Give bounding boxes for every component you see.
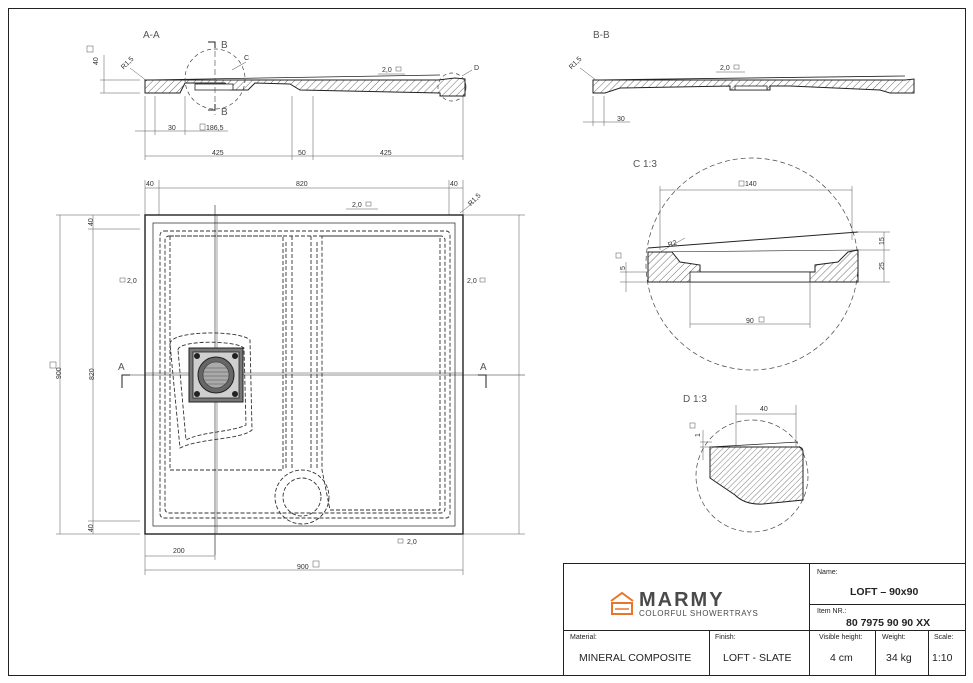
plan-top-mid-dim: 820 bbox=[296, 181, 308, 188]
detail-c-15-dim: 15 bbox=[879, 237, 886, 245]
plan-left-bottom-dim: 40 bbox=[88, 524, 95, 532]
item-label: Item NR.: bbox=[817, 608, 847, 615]
detail-d-marker: D bbox=[474, 65, 479, 72]
detail-d-view: D 1:3 40 1 bbox=[683, 394, 809, 533]
detail-d-40-dim: 40 bbox=[760, 406, 768, 413]
detail-c-marker: C bbox=[244, 55, 249, 62]
plan-top-right-dim: 40 bbox=[450, 181, 458, 188]
logo-icon bbox=[610, 591, 634, 615]
aa-slope-dim: 2,0 bbox=[382, 67, 392, 74]
bb-30-dim: 30 bbox=[617, 116, 625, 123]
plan-slope-bottom: 2,0 bbox=[407, 539, 417, 546]
plan-slope-left: 2,0 bbox=[127, 278, 137, 285]
detail-c-90-dim: 90 bbox=[746, 318, 754, 325]
weight-label: Weight: bbox=[882, 634, 906, 641]
tray-outline bbox=[144, 214, 464, 535]
drawing-frame bbox=[8, 8, 966, 676]
plan-left-mid-dim: 820 bbox=[89, 368, 96, 380]
aa-left-dim: 425 bbox=[212, 150, 224, 157]
detail-c-circle bbox=[184, 48, 246, 110]
aa-30-dim: 30 bbox=[168, 125, 176, 132]
drain-square bbox=[188, 347, 244, 403]
bb-slope-dim: 2,0 bbox=[720, 65, 730, 72]
section-b-marker-top: B bbox=[221, 40, 228, 51]
plan-left-total-dim: 900 bbox=[56, 367, 63, 379]
marmy-logo: MARMY COLORFUL SHOWERTRAYS bbox=[609, 589, 769, 621]
detail-d-title: D 1:3 bbox=[683, 394, 707, 405]
finish-label: Finish: bbox=[715, 634, 736, 641]
aa-mid-dim: 50 bbox=[298, 150, 306, 157]
section-aa-title: A-A bbox=[143, 30, 160, 41]
scale-value: 1:10 bbox=[932, 652, 953, 664]
section-bb-title: B-B bbox=[593, 30, 610, 41]
section-aa-view: A-A B B C D 40 R1,5 2,0 bbox=[86, 30, 479, 160]
section-bb-view: B-B R1,5 2,0 30 bbox=[568, 30, 915, 126]
detail-d-circle bbox=[437, 72, 467, 102]
aa-height-dim: 40 bbox=[93, 57, 100, 65]
brand-tagline: COLORFUL SHOWERTRAYS bbox=[639, 609, 759, 618]
section-b-marker-bottom: B bbox=[221, 107, 228, 118]
finish-value: LOFT - SLATE bbox=[723, 652, 792, 664]
aa-right-dim: 425 bbox=[380, 150, 392, 157]
material-label: Material: bbox=[570, 634, 597, 641]
name-label: Name: bbox=[817, 569, 838, 576]
detail-c-view: C 1:3 140 R2 15 25 5 90 bbox=[615, 157, 890, 371]
name-value: LOFT – 90x90 bbox=[850, 586, 919, 598]
material-value: MINERAL COMPOSITE bbox=[579, 652, 692, 664]
height-label: Visible height: bbox=[819, 634, 863, 641]
plan-bottom-offset-dim: 200 bbox=[173, 548, 185, 555]
aa-radius-dim: R1,5 bbox=[120, 56, 135, 71]
section-a-marker-right: A bbox=[480, 362, 487, 373]
plan-bottom-total-dim: 900 bbox=[297, 564, 309, 571]
detail-c-title: C 1:3 bbox=[633, 159, 657, 170]
plan-slope-right: 2,0 bbox=[467, 278, 477, 285]
plan-left-top-dim: 40 bbox=[88, 218, 95, 226]
section-a-marker-left: A bbox=[118, 362, 125, 373]
detail-d-1-dim: 1 bbox=[695, 433, 702, 437]
plan-view: 40 820 40 R1,5 bbox=[49, 180, 525, 575]
height-value: 4 cm bbox=[830, 652, 853, 664]
detail-c-25-dim: 25 bbox=[879, 262, 886, 270]
brand-name: MARMY bbox=[639, 589, 725, 611]
detail-c-r2-dim: R2 bbox=[667, 239, 678, 249]
scale-label: Scale: bbox=[934, 634, 954, 641]
plan-slope-top: 2,0 bbox=[352, 202, 362, 209]
detail-c-140-dim: 140 bbox=[745, 181, 757, 188]
plan-top-left-dim: 40 bbox=[146, 181, 154, 188]
title-block: MARMY COLORFUL SHOWERTRAYS Name: LOFT – … bbox=[563, 563, 966, 676]
aa-drain-dim: 186,5 bbox=[206, 125, 224, 132]
item-value: 80 7975 90 90 XX bbox=[846, 617, 931, 629]
detail-c-5-dim: 5 bbox=[620, 266, 627, 270]
weight-value: 34 kg bbox=[886, 652, 912, 664]
